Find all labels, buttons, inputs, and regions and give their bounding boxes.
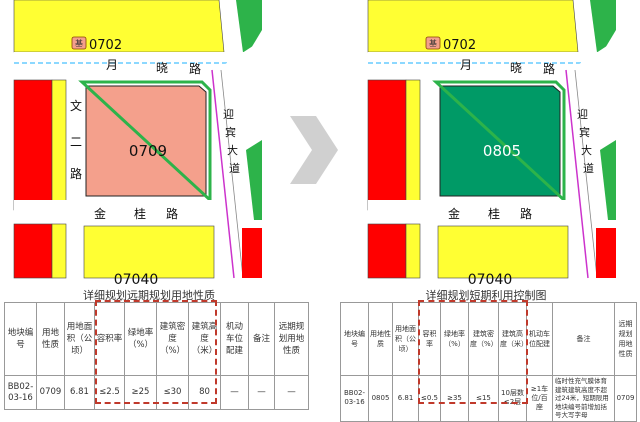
green-strip-north <box>236 0 262 60</box>
table-cell-note: 临时性充气膜体育建筑建筑高度不超过24米，短期限用地块编号前增加括号大写字母 <box>552 375 615 422</box>
table-cell: BB02-03-16 <box>4 375 37 410</box>
table-cell: ≤2.5 <box>94 375 125 410</box>
boundary-line <box>565 69 589 279</box>
road-label-char: 二 <box>70 135 82 149</box>
bottom-code: 07040 <box>468 272 513 288</box>
left-caption: 详细规划远期规划用地性质 <box>83 289 215 302</box>
road-label-char: 月 <box>106 58 118 72</box>
road-label-char: 路 <box>166 206 178 221</box>
table-cell: ≥25 <box>124 375 157 410</box>
table-header-row: 地块编号 用地性质 用地面积（公顷） 容积率 绿地率（%） 建筑密度（%） 建筑… <box>340 302 637 376</box>
header-cell: 机动车位配建 <box>220 302 249 376</box>
badge-code: 0702 <box>89 38 122 53</box>
badge-char: 基 <box>75 38 83 48</box>
header-cell: 机动车位配建 <box>526 302 553 376</box>
right-caption: 详细规划短期利用控制图 <box>425 289 547 302</box>
left-map: 基 0702 月 晓 路 金 桂 路 文 二 路 迎 宾 大 道 0709 07… <box>13 0 262 288</box>
table-cell: ≥35 <box>440 375 469 422</box>
right-spec-table: 地块编号 用地性质 用地面积（公顷） 容积率 绿地率（%） 建筑密度（%） 建筑… <box>340 302 637 422</box>
commercial-block-west <box>367 79 407 211</box>
residential-block-south <box>437 225 569 279</box>
residential-block-south <box>83 225 215 279</box>
road-label-char: 道 <box>229 161 240 175</box>
table-cell: 10层数≤2层 <box>498 375 527 422</box>
header-cell: 备注 <box>248 302 275 376</box>
header-cell: 建筑高度（米） <box>188 302 221 376</box>
road-label-char: 路 <box>520 206 532 221</box>
table-cell: ≤0.5 <box>418 375 441 422</box>
header-cell: 远期规划用地性质 <box>614 302 637 376</box>
road-label-char: 大 <box>581 143 592 157</box>
table-cell: — <box>220 375 249 410</box>
header-cell: 绿地率（%） <box>440 302 469 376</box>
table-cell: 6.81 <box>64 375 95 410</box>
road-label-char: 迎 <box>223 108 234 121</box>
road-label-char: 桂 <box>488 206 500 221</box>
table-row: BB02-03-16 0805 6.81 ≤0.5 ≥35 ≤15 10层数≤2… <box>340 375 637 422</box>
table-cell: 0805 <box>368 375 393 422</box>
boundary-line <box>211 69 235 279</box>
road-jingui <box>14 200 224 224</box>
header-cell: 容积率 <box>94 302 125 376</box>
header-cell: 用地面积（公顷） <box>392 302 419 376</box>
header-cell: 备注 <box>552 302 615 376</box>
left-map-svg: 基 0702 月 晓 路 金 桂 路 文 二 路 迎 宾 大 道 0709 07… <box>13 0 262 288</box>
header-cell: 建筑高度（米） <box>498 302 528 376</box>
badge-icon <box>71 36 87 50</box>
road-label-char: 金 <box>448 206 460 221</box>
road-jingui <box>368 200 578 224</box>
badge-icon <box>425 36 441 50</box>
right-map: 基 0702 月 晓 路 金 桂 路 迎 宾 大 道 0805 07040 <box>367 0 616 288</box>
header-cell: 用地性质 <box>368 302 393 376</box>
road-label-char: 晓 <box>510 61 522 75</box>
parcel-code: 0709 <box>129 142 167 160</box>
parcel-code: 0805 <box>483 142 521 160</box>
table-row: BB02-03-16 0709 6.81 ≤2.5 ≥25 ≤30 80 — —… <box>4 375 309 410</box>
header-cell: 地块编号 <box>340 302 369 376</box>
table-cell: 80 <box>188 375 221 410</box>
table-cell: 6.81 <box>392 375 419 422</box>
road-label-char: 迎 <box>577 108 588 121</box>
header-cell: 建筑密度（%） <box>468 302 499 376</box>
road-label-char: 道 <box>583 161 594 175</box>
table-header-row: 地块编号 用地性质 用地面积（公顷） 容积率 绿地率（%） 建筑密度（%） 建筑… <box>4 302 309 376</box>
right-map-svg: 基 0702 月 晓 路 金 桂 路 迎 宾 大 道 0805 07040 <box>367 0 616 288</box>
header-cell: 容积率 <box>418 302 441 376</box>
road-label-char: 大 <box>227 143 238 157</box>
badge-code: 0702 <box>443 38 476 53</box>
road-label-char: 路 <box>70 166 82 181</box>
road-label-char: 路 <box>543 61 555 76</box>
road-label-char: 晓 <box>156 61 168 75</box>
table-cell: — <box>274 375 309 410</box>
header-cell: 用地性质 <box>36 302 65 376</box>
road-label-char: 桂 <box>134 206 146 221</box>
green-strip-north <box>590 0 616 60</box>
header-cell: 绿地率（%） <box>124 302 157 376</box>
header-cell: 建筑密度（%） <box>156 302 189 376</box>
commercial-block-west <box>13 79 53 211</box>
left-spec-table: 地块编号 用地性质 用地面积（公顷） 容积率 绿地率（%） 建筑密度（%） 建筑… <box>4 302 309 410</box>
road-label-char: 金 <box>94 206 106 221</box>
road-label-char: 月 <box>460 58 472 72</box>
road-label-char: 宾 <box>579 125 590 139</box>
arrow-icon <box>290 116 338 184</box>
table-cell: ≤30 <box>156 375 189 410</box>
table-cell: 0709 <box>614 375 637 422</box>
road-label-char: 文 <box>70 98 82 113</box>
badge-char: 基 <box>429 38 437 48</box>
table-cell: ≥1车位/百座 <box>526 375 553 422</box>
header-cell: 用地面积（公顷） <box>64 302 95 376</box>
table-cell: ≤15 <box>468 375 499 422</box>
header-cell: 远期规划用地性质 <box>274 302 309 376</box>
table-cell: BB02-03-16 <box>340 375 369 422</box>
road-label-char: 路 <box>189 61 201 76</box>
table-cell: 0709 <box>36 375 65 410</box>
transition-arrow <box>286 110 342 190</box>
bottom-code: 07040 <box>114 272 159 288</box>
table-cell: — <box>248 375 275 410</box>
road-label-char: 宾 <box>225 125 236 139</box>
header-cell: 地块编号 <box>4 302 37 376</box>
